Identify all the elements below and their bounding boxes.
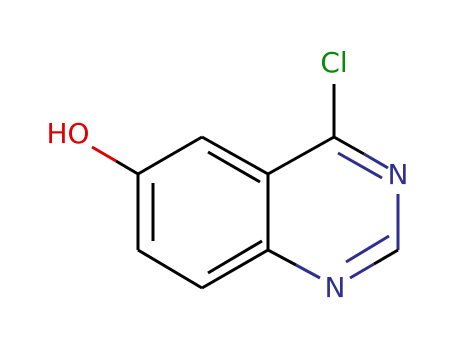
bond-c2-n1-blue bbox=[349, 262, 375, 280]
bond-n1-c10-blue bbox=[295, 263, 321, 280]
nitrogen-upper-label: N bbox=[388, 158, 409, 191]
bond-c8-c9 bbox=[137, 248, 203, 290]
bond-c9-c10 bbox=[201, 248, 269, 290]
bond-c2-n1-inner bbox=[345, 234, 390, 264]
bond-n1-c10-dark bbox=[267, 248, 297, 267]
bond-c5-c6 bbox=[201, 135, 269, 176]
bond-c4-n3-dark bbox=[333, 135, 365, 156]
bond-c4-n3-inner bbox=[337, 151, 383, 180]
double-bond-inner-3 bbox=[207, 150, 261, 184]
bond-c7-o-dark bbox=[115, 159, 139, 176]
bond-c7-o-red bbox=[91, 145, 117, 163]
nitrogen-lower-label: N bbox=[325, 271, 346, 304]
bond-c4-c5 bbox=[267, 135, 335, 176]
bond-c6-c7 bbox=[137, 135, 203, 176]
hydroxyl-label: HO bbox=[46, 117, 89, 150]
bond-c2-n1-dark bbox=[373, 248, 399, 266]
chlorine-label: Cl bbox=[320, 46, 347, 79]
double-bond-inner-2 bbox=[207, 239, 263, 275]
bond-c4-n3-blue bbox=[363, 152, 389, 170]
